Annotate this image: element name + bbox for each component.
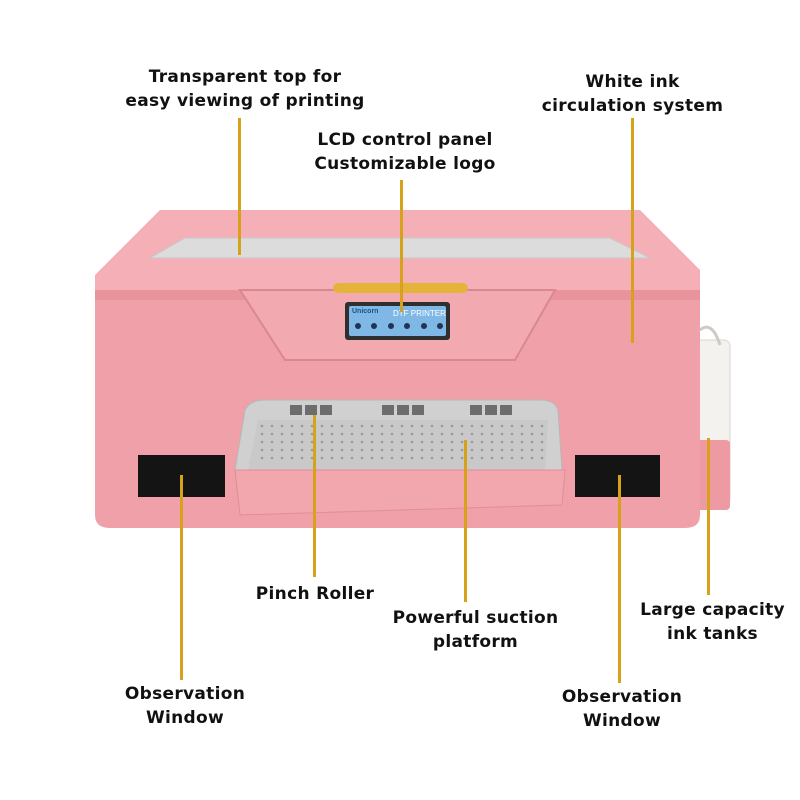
label-ink-tanks: Large capacity ink tanks	[640, 600, 785, 644]
lcd-brand: Unicorn	[352, 308, 379, 315]
label-observation-left: Observation Window	[124, 684, 246, 728]
label-pinch-roller: Pinch Roller	[255, 584, 375, 604]
observation-window-right	[575, 455, 660, 497]
pinch-rollers	[290, 405, 512, 415]
label-white-ink: White ink circulation system	[541, 72, 724, 116]
label-observation-right: Observation Window	[561, 687, 683, 731]
callout-line-observation-left	[180, 475, 183, 680]
lcd-screen: Unicorn DTF PRINTER	[349, 306, 446, 336]
callout-line-suction-platform	[464, 440, 467, 602]
lcd-icons	[355, 323, 443, 329]
lcd-icon-5	[420, 323, 427, 329]
callout-line-white-ink	[631, 118, 634, 343]
lcd-icon-6	[436, 323, 443, 329]
lcd-icon-3	[387, 323, 394, 329]
callout-line-transparent-top	[238, 118, 241, 255]
label-transparent-top: Transparent top for easy viewing of prin…	[125, 67, 365, 111]
lcd-icon-2	[371, 323, 378, 329]
suction-platform	[248, 405, 548, 470]
lcd-icon-1	[355, 323, 361, 329]
lcd-icon-4	[404, 323, 411, 329]
callout-line-pinch-roller	[313, 415, 316, 577]
lcd-title: DTF PRINTER	[393, 309, 446, 318]
callout-line-ink-tanks	[707, 438, 710, 595]
callout-line-lcd-panel	[400, 180, 403, 312]
front-tray	[234, 469, 566, 516]
label-lcd-panel: LCD control panel Customizable logo	[314, 130, 496, 174]
callout-line-observation-right	[618, 475, 621, 683]
label-suction-platform: Powerful suction platform	[392, 608, 559, 652]
